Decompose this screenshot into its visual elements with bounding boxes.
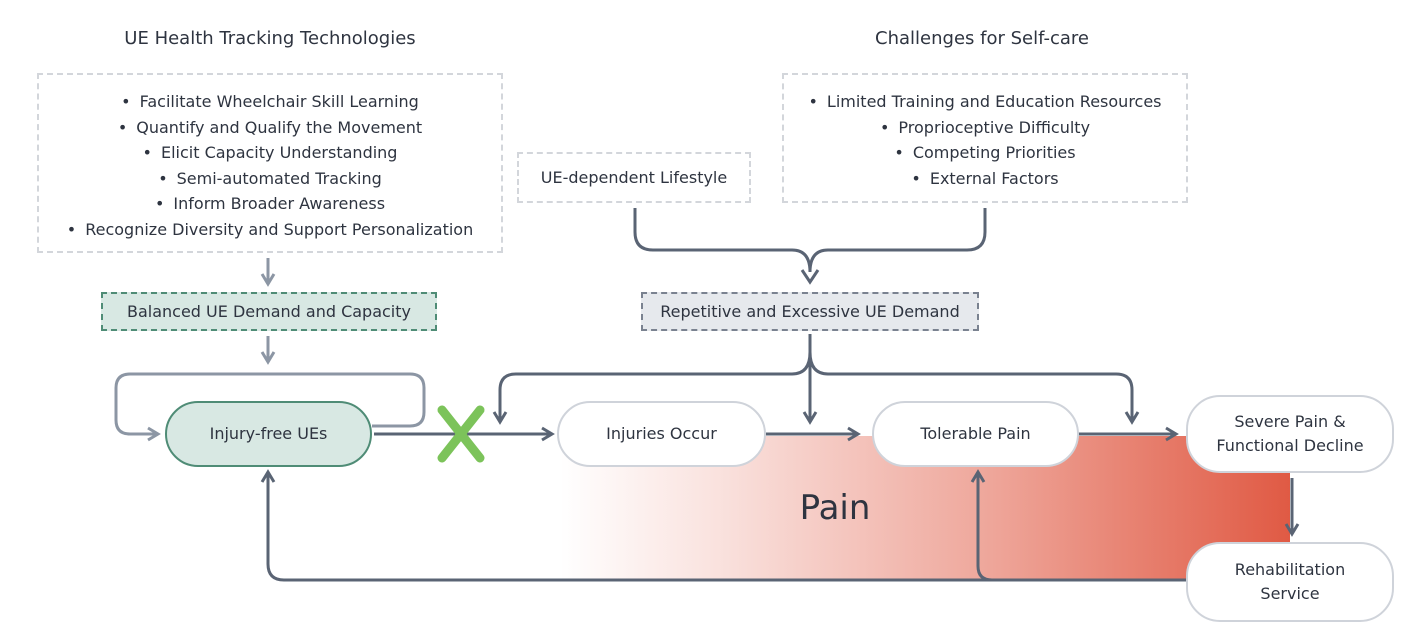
excessive-demand-box: Repetitive and Excessive UE Demand (641, 292, 979, 331)
challenges-list: Limited Training and Education Resources… (784, 89, 1186, 191)
challenge-list-item: Proprioceptive Difficulty (784, 115, 1186, 141)
tech-list: Facilitate Wheelchair Skill Learning Qua… (39, 89, 501, 243)
injuries-arrowhead (541, 426, 555, 442)
tech-heading: UE Health Tracking Technologies (124, 28, 416, 49)
tech-list-item: Quantify and Qualify the Movement (39, 115, 501, 141)
injury-free-node: Injury-free UEs (165, 401, 372, 467)
tech-list-box: Facilitate Wheelchair Skill Learning Qua… (37, 73, 503, 253)
tech-to-balance-arrowhead (260, 273, 276, 287)
tech-list-item: Facilitate Wheelchair Skill Learning (39, 89, 501, 115)
demand-left-arrowhead (492, 411, 508, 425)
demand-right-branch (808, 351, 1134, 420)
demand-right-arrowhead (1124, 411, 1140, 425)
challenges-list-box: Limited Training and Education Resources… (782, 73, 1188, 203)
challenges-heading: Challenges for Self-care (875, 28, 1089, 49)
challenges-flow-line (808, 208, 987, 273)
rehab-arrowhead (1284, 523, 1300, 537)
rehab-return-to-injuryfree (266, 474, 1186, 582)
severe-pain-node: Severe Pain & Functional Decline (1186, 395, 1394, 473)
tech-list-item: Elicit Capacity Understanding (39, 140, 501, 166)
rehab-return-to-tolerable (976, 474, 1186, 582)
demand-down-arrowhead (802, 411, 818, 425)
tech-list-item: Inform Broader Awareness (39, 191, 501, 217)
tolerable-arrowhead (847, 426, 861, 442)
tech-list-item: Semi-automated Tracking (39, 166, 501, 192)
challenge-list-item: External Factors (784, 166, 1186, 192)
lifestyle-box: UE-dependent Lifestyle (517, 152, 751, 203)
challenge-list-item: Competing Priorities (784, 140, 1186, 166)
balance-to-injuryfree-arrowhead (260, 351, 276, 365)
pain-label: Pain (799, 488, 871, 528)
severe-arrowhead (1165, 426, 1179, 442)
self-loop-arrowhead (147, 426, 161, 442)
challenge-list-item: Limited Training and Education Resources (784, 89, 1186, 115)
tech-list-item: Recognize Diversity and Support Personal… (39, 217, 501, 243)
blocked-cross-icon (437, 405, 485, 463)
return-injuryfree-arrowhead (260, 469, 276, 483)
rehabilitation-node: Rehabilitation Service (1186, 542, 1394, 622)
injuries-occur-node: Injuries Occur (557, 401, 766, 467)
lifestyle-flow-line (633, 208, 812, 273)
tolerable-pain-node: Tolerable Pain (872, 401, 1079, 467)
injuryfree-self-loop (114, 372, 426, 436)
return-tolerable-arrowhead (970, 469, 986, 483)
demand-left-branch (498, 351, 812, 420)
demand-arrow-head (800, 269, 820, 285)
balanced-demand-box: Balanced UE Demand and Capacity (101, 292, 437, 331)
